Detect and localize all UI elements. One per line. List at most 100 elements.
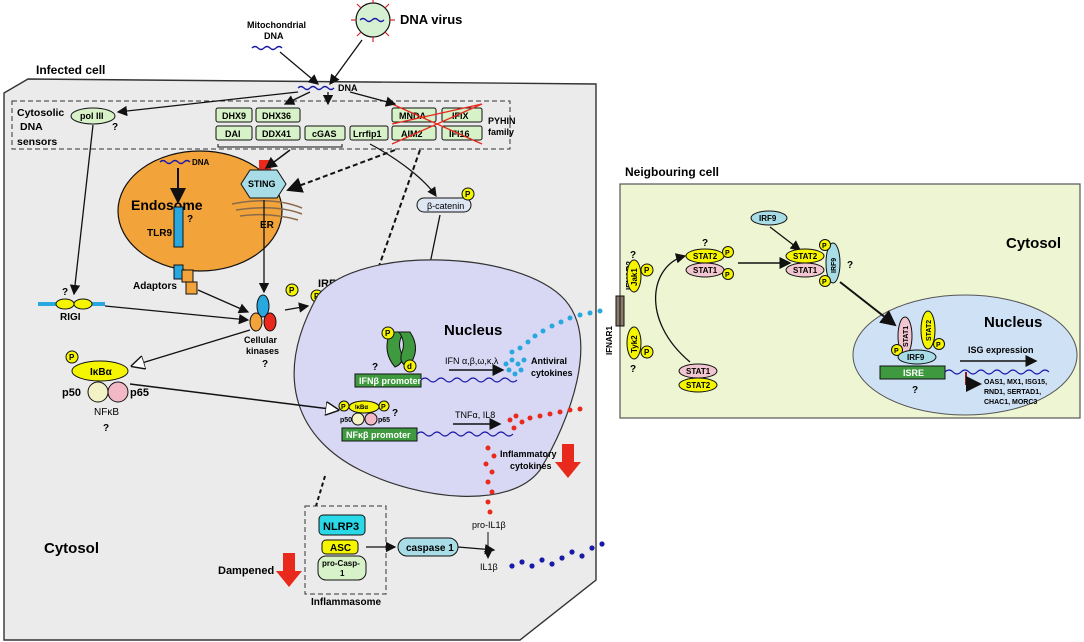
irf9-free-label: IRF9 bbox=[759, 214, 777, 223]
stat2-active-label: STAT2 bbox=[693, 252, 718, 261]
arrow-mito-to-dna bbox=[279, 51, 319, 85]
nuclear-stat-p1-label: P bbox=[894, 348, 899, 355]
nfkb-label: NFκB bbox=[94, 407, 119, 418]
isg-genes-line2: RND1, SERTAD1, bbox=[984, 389, 1041, 396]
isg-bent-arrow bbox=[965, 372, 982, 392]
ifnb-promoter-label: IFNβ promoter bbox=[359, 376, 421, 386]
dashed-pyhin-sting bbox=[286, 149, 396, 193]
isgf3-irf9-label: IRF9 bbox=[831, 258, 838, 273]
arrow-lrrfip1-bcatenin bbox=[369, 143, 437, 197]
procasp-node bbox=[317, 555, 367, 581]
adaptor-box-2 bbox=[185, 281, 198, 295]
ifnar1-label: IFNAR1 bbox=[605, 326, 614, 355]
stat2-free bbox=[678, 377, 718, 393]
p65-label: p65 bbox=[130, 387, 149, 399]
cytosolic-dna-strand bbox=[297, 85, 335, 91]
arrow-cgas-sting bbox=[264, 149, 291, 169]
dhx9-label: DHX9 bbox=[222, 111, 246, 121]
irf37-nuclear-p-label: P bbox=[385, 329, 391, 338]
stat2-free-label: STAT2 bbox=[686, 381, 711, 390]
tyk2-p bbox=[640, 345, 654, 359]
mitochondrial-dna-line1: Mitochondrial bbox=[247, 20, 306, 30]
isg-label: ISG expression bbox=[968, 345, 1034, 355]
jak1-p bbox=[640, 263, 654, 277]
nuclear-p50-label: p50 bbox=[340, 417, 352, 424]
isgf3-question: ? bbox=[847, 260, 853, 271]
pol3-node bbox=[70, 107, 116, 125]
isgf3-stat2-label: STAT2 bbox=[793, 252, 818, 261]
dna-virus bbox=[351, 0, 395, 42]
ifix-label: IFIX bbox=[452, 111, 469, 121]
isre-box bbox=[879, 365, 946, 380]
mitochondrial-dna-line2: DNA bbox=[264, 31, 284, 41]
arrow-caspase-il1b bbox=[457, 544, 496, 555]
sensors-title-line2: DNA bbox=[20, 121, 43, 133]
nuclear-nfkb-p1-label: P bbox=[341, 404, 346, 411]
ifnb-promoter-box bbox=[354, 373, 422, 388]
cellular-kinases bbox=[249, 294, 277, 332]
tlr9-label: TLR9 bbox=[147, 228, 172, 239]
nuclear-stat2-label: STAT2 bbox=[926, 320, 933, 341]
jak1-label: Jak1 bbox=[630, 268, 639, 286]
rigi-question: ? bbox=[62, 287, 68, 298]
cytosolic-dna-label: DNA bbox=[338, 83, 358, 93]
inflammatory-line1: Inflammatory bbox=[500, 449, 557, 459]
arrow-kinases-irf bbox=[284, 302, 310, 313]
kinases-question: ? bbox=[262, 359, 268, 370]
irf9-free bbox=[750, 210, 788, 226]
pyhin-line1: PYHIN bbox=[488, 116, 516, 126]
nuclear-irf9-label: IRF9 bbox=[907, 353, 925, 362]
isgf3-stat1-label: STAT1 bbox=[793, 266, 818, 275]
nuclear-stat1-label: STAT1 bbox=[903, 326, 910, 347]
nuclear-stat-p1 bbox=[891, 344, 903, 356]
antiviral-line2: cytokines bbox=[531, 368, 573, 378]
tnf-label: TNFα, IL8 bbox=[455, 410, 495, 420]
nuclear-nfkb-p2-label: P bbox=[381, 404, 386, 411]
arrow-dna-to-sensors-a bbox=[283, 91, 311, 105]
ikba-node bbox=[71, 360, 129, 382]
beta-catenin-p-label: P bbox=[465, 190, 471, 199]
nlrp3-node bbox=[318, 514, 366, 536]
sensors-title-line3: sensors bbox=[17, 136, 57, 148]
pol3-label: pol III bbox=[80, 111, 104, 121]
cytosol-label: Cytosol bbox=[44, 540, 99, 557]
ikba-label: IκBα bbox=[90, 367, 113, 378]
neigh-nucleus bbox=[852, 294, 1078, 416]
nuclear-ikba-label: IκBα bbox=[355, 405, 368, 411]
asc-label: ASC bbox=[330, 543, 351, 554]
ifnb-dna bbox=[420, 377, 518, 383]
dampened-label: Dampened bbox=[218, 565, 274, 577]
jak1-node bbox=[626, 259, 642, 293]
neigh-title: Neigbouring cell bbox=[625, 165, 719, 179]
isgf3-irf9 bbox=[825, 242, 841, 284]
inflammatory-cytokine-dots bbox=[483, 406, 583, 515]
neigh-nucleus-label: Nucleus bbox=[984, 314, 1042, 331]
isgf3-p2-label: P bbox=[822, 279, 827, 286]
ifnar-receptor-left bbox=[615, 295, 621, 327]
arrow-irf9-isgf3 bbox=[769, 226, 802, 251]
irf37-nuclear-question: ? bbox=[372, 362, 378, 373]
tyk2-p-label: P bbox=[644, 348, 650, 357]
inflammasome-label: Inflammasome bbox=[311, 597, 381, 608]
pyhin-cross-marks bbox=[391, 103, 483, 145]
cytosolic-sensors-box bbox=[11, 100, 511, 150]
stat1-active-label: STAT1 bbox=[693, 266, 718, 275]
irf37-nuclear-d bbox=[403, 359, 417, 373]
dai-label: DAI bbox=[225, 129, 241, 139]
beta-catenin-node bbox=[416, 197, 472, 213]
nuclear-stat2 bbox=[920, 310, 936, 350]
isgf3-p1 bbox=[819, 239, 831, 251]
sensor-boxes bbox=[215, 107, 483, 141]
red-down-arrow-inflammatory bbox=[555, 444, 581, 478]
nuclear-nfkb-p1 bbox=[338, 400, 350, 412]
nuclear-p65-label: p65 bbox=[378, 417, 390, 424]
stat1-active-p-label: P bbox=[725, 272, 730, 279]
rigi-node-2 bbox=[73, 298, 93, 310]
il1b-dots bbox=[509, 541, 605, 569]
isgf3-stat1 bbox=[785, 262, 825, 278]
tyk2-node bbox=[626, 326, 642, 360]
stat1-free-label: STAT1 bbox=[686, 367, 711, 376]
er-membrane bbox=[231, 200, 303, 221]
ikba-p-label: P bbox=[69, 353, 75, 362]
cgas-label: cGAS bbox=[312, 129, 337, 139]
